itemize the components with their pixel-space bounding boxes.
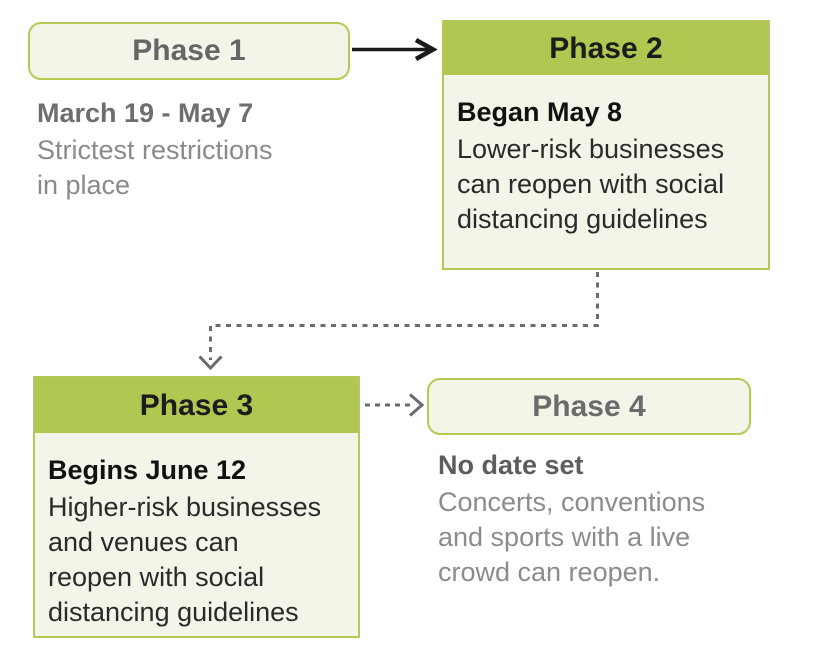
phase-3-date: Begins June 12 <box>48 455 247 485</box>
dashed-elbow-line <box>209 272 599 360</box>
phase-4-caption: No date set Concerts, conventions and sp… <box>438 448 758 590</box>
down-arrow-head-icon <box>198 355 223 371</box>
phase-2-body: Began May 8 Lower-risk businesses can re… <box>444 75 768 237</box>
phase-4-box: Phase 4 <box>427 378 751 435</box>
phase-1-date: March 19 - May 7 <box>37 98 254 128</box>
phase-3-box: Phase 3 Begins June 12 Higher-risk busin… <box>33 376 360 638</box>
arrow-head-icon <box>414 37 438 62</box>
phase-1-description: Strictest restrictions in place <box>37 135 273 200</box>
phase-2-header: Phase 2 <box>444 22 768 75</box>
dashed-connector-phase3-to-phase4 <box>365 393 425 417</box>
phase-2-box: Phase 2 Began May 8 Lower-risk businesse… <box>442 20 770 270</box>
dashed-connector-phase2-to-phase3 <box>198 272 599 371</box>
phase-1-title: Phase 1 <box>132 34 246 67</box>
phase-1-caption: March 19 - May 7 Strictest restrictions … <box>37 96 357 203</box>
phase-4-title: Phase 4 <box>532 389 646 423</box>
arrow-phase1-to-phase2 <box>352 37 438 62</box>
right-arrow-head-icon <box>409 393 425 417</box>
phase-3-description: Higher-risk businesses and venues can re… <box>48 492 322 627</box>
phase-3-body: Begins June 12 Higher-risk businesses an… <box>35 433 358 630</box>
phase-2-date: Began May 8 <box>457 97 623 127</box>
phase-1-box: Phase 1 <box>28 22 350 80</box>
phase-4-date: No date set <box>438 450 584 480</box>
phase-3-title: Phase 3 <box>139 388 254 422</box>
phase-2-title: Phase 2 <box>549 31 663 65</box>
phase-3-header: Phase 3 <box>35 378 358 433</box>
phase-2-description: Lower-risk businesses can reopen with so… <box>457 134 725 234</box>
phase-4-description: Concerts, conventions and sports with a … <box>438 487 706 587</box>
